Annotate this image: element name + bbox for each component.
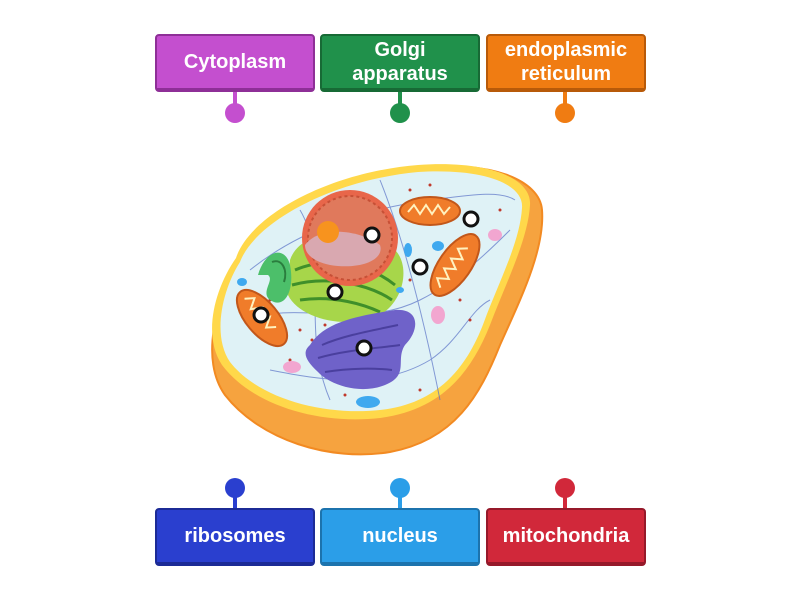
pin-head [390,103,410,123]
drop-target-icon[interactable] [355,339,373,357]
drop-target-icon[interactable] [252,306,270,324]
label-tile-cytoplasm[interactable]: Cytoplasm [155,34,315,92]
mitochondrion-right [429,233,481,297]
drop-targets [252,210,480,357]
label-text: ribosomes [184,525,286,547]
pin-stem [398,492,402,508]
pin-head [555,478,575,498]
pin-head [225,103,245,123]
nucleus-organelle [302,190,398,286]
drop-target-icon[interactable] [411,258,429,276]
drop-target-icon[interactable] [363,226,381,244]
drop-target-icon[interactable] [462,210,480,228]
pin-head [390,478,410,498]
label-text: nucleus [362,525,438,547]
mitochondrion-top [399,196,461,226]
pin-stem [233,492,237,508]
label-text: mitochondria [502,525,630,547]
pin-stem [563,492,567,508]
endoplasmic-reticulum [258,252,292,303]
label-text: Cytoplasm [183,51,287,73]
label-tile-nucleus[interactable]: nucleus [320,508,480,566]
vesicles [237,229,502,408]
drop-target-icon[interactable] [326,283,344,301]
pin-stem [233,92,237,108]
label-tile-ribosomes[interactable]: ribosomes [155,508,315,566]
label-tile-mitochondria[interactable]: mitochondria [486,508,646,566]
pin-head [225,478,245,498]
pin-head [555,103,575,123]
pin-stem [563,92,567,108]
pin-stem [398,92,402,108]
